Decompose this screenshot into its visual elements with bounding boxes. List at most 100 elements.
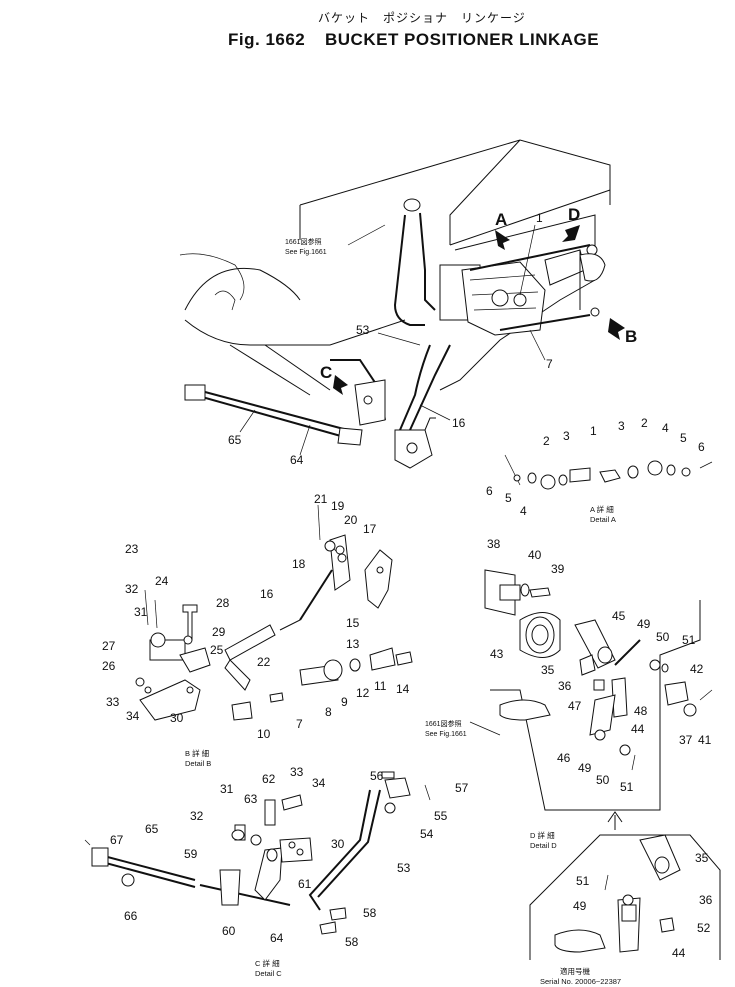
callout-main-16: 16 [452, 416, 466, 430]
callout-detail-b-8: 8 [325, 705, 332, 719]
callout-serial-box-36: 36 [699, 893, 713, 907]
detail-b-jp-label: B 詳 細 [185, 748, 209, 758]
view-arrow-d-label: D [568, 205, 581, 224]
detail-c: C 詳 細 Detail C [84, 771, 431, 978]
callout-detail-b-12: 12 [356, 686, 370, 700]
callout-detail-c-56: 56 [370, 769, 384, 783]
callout-main-7: 7 [546, 357, 553, 371]
callout-serial-box-35: 35 [695, 851, 709, 865]
callout-detail-d-48: 48 [634, 704, 648, 718]
callout-detail-b-18: 18 [292, 557, 306, 571]
callout-detail-b-23: 23 [125, 542, 139, 556]
callout-detail-c-31: 31 [220, 782, 234, 796]
callout-detail-d-41: 41 [698, 733, 712, 747]
detail-a: A 詳 細 Detail A [504, 454, 713, 524]
callout-detail-d-51: 51 [620, 780, 634, 794]
callout-detail-c-65: 65 [145, 822, 159, 836]
callout-detail-c-67: 67 [110, 833, 124, 847]
callout-detail-c-30: 30 [331, 837, 345, 851]
callout-detail-c-62: 62 [262, 772, 276, 786]
callout-detail-b-20: 20 [344, 513, 358, 527]
figure-title: BUCKET POSITIONER LINKAGE [325, 30, 599, 49]
callout-detail-a-4: 4 [520, 504, 527, 518]
callout-detail-d-50: 50 [656, 630, 670, 644]
callout-detail-d-42: 42 [690, 662, 704, 676]
callout-detail-a-4: 4 [662, 421, 669, 435]
callout-detail-b-22: 22 [257, 655, 271, 669]
callout-detail-c-55: 55 [434, 809, 448, 823]
callout-detail-d-47: 47 [568, 699, 582, 713]
callout-detail-d-39: 39 [551, 562, 565, 576]
detail-b-en-label: Detail B [185, 759, 211, 768]
callout-detail-b-14: 14 [396, 682, 410, 696]
callout-detail-a-6: 6 [486, 484, 493, 498]
callout-detail-d-45: 45 [612, 609, 626, 623]
detail-d-jp-label: D 詳 細 [530, 830, 555, 840]
callout-detail-b-16: 16 [260, 587, 274, 601]
figure-number: Fig. 1662 [228, 30, 305, 49]
callout-detail-a-3: 3 [618, 419, 625, 433]
callout-detail-d-49: 49 [637, 617, 651, 631]
callout-detail-d-51: 51 [682, 633, 696, 647]
view-arrow-a-label: A [495, 210, 508, 229]
callout-detail-b-24: 24 [155, 574, 169, 588]
ref-label-2-en: See Fig.1661 [425, 731, 467, 738]
callout-detail-a-5: 5 [505, 491, 512, 505]
callout-detail-d-36: 36 [558, 679, 572, 693]
callout-detail-c-54: 54 [420, 827, 434, 841]
callout-main-53: 53 [356, 323, 370, 337]
view-arrow-b-label: B [625, 327, 638, 346]
callout-serial-box-52: 52 [697, 921, 711, 935]
callout-detail-c-64: 64 [270, 931, 284, 945]
callout-serial-box-51: 51 [576, 874, 590, 888]
callout-detail-b-7: 7 [296, 717, 303, 731]
callout-detail-a-2: 2 [641, 416, 648, 430]
ref-label-1-jp: 1661図参照 [285, 237, 322, 246]
main-assembly: A D B C 1661図参照 See Fig.1661 [179, 139, 638, 469]
callout-detail-c-58: 58 [363, 906, 377, 920]
callout-detail-b-31: 31 [134, 605, 148, 619]
callout-detail-c-63: 63 [244, 792, 258, 806]
detail-d: 1661図参照 See Fig.1661 D 詳 細 Detail D [425, 569, 713, 850]
callout-detail-d-50: 50 [596, 773, 610, 787]
japanese-title: バケット ポジショナ リンケージ [318, 11, 526, 25]
callout-detail-a-5: 5 [680, 431, 687, 445]
callout-detail-c-34: 34 [312, 776, 326, 790]
callout-detail-b-27: 27 [102, 639, 116, 653]
callout-detail-b-33: 33 [106, 695, 120, 709]
detail-a-en-label: Detail A [590, 515, 616, 524]
callout-detail-d-40: 40 [528, 548, 542, 562]
callout-detail-b-13: 13 [346, 637, 360, 651]
serial-jp-label: 適用号機 [560, 966, 590, 976]
serial-number-label: Serial No. 20006~22387 [540, 977, 621, 986]
callout-detail-d-46: 46 [557, 751, 571, 765]
callout-detail-b-21: 21 [314, 492, 328, 506]
detail-d-en-label: Detail D [530, 841, 557, 850]
callout-detail-c-66: 66 [124, 909, 138, 923]
serial-variant-box: 適用号機 Serial No. 20006~22387 [529, 811, 721, 986]
view-arrow-c-label: C [320, 363, 333, 382]
callout-detail-d-43: 43 [490, 647, 504, 661]
callout-detail-b-30: 30 [170, 711, 184, 725]
callout-main-64: 64 [290, 453, 304, 467]
callout-detail-d-44: 44 [631, 722, 645, 736]
callout-detail-b-19: 19 [331, 499, 345, 513]
ref-label-1-en: See Fig.1661 [285, 249, 327, 256]
callout-detail-b-17: 17 [363, 522, 377, 536]
callout-detail-c-58: 58 [345, 935, 359, 949]
callout-detail-a-2: 2 [543, 434, 550, 448]
callout-detail-c-59: 59 [184, 847, 198, 861]
detail-c-jp-label: C 詳 細 [255, 958, 280, 968]
callout-main-1: 1 [536, 211, 543, 225]
callout-detail-b-29: 29 [212, 625, 226, 639]
callout-detail-d-49: 49 [578, 761, 592, 775]
callout-detail-a-1: 1 [590, 424, 597, 438]
callout-detail-b-32: 32 [125, 582, 139, 596]
callout-detail-d-37: 37 [679, 733, 693, 747]
callout-main-65: 65 [228, 433, 242, 447]
callout-detail-c-32: 32 [190, 809, 204, 823]
callout-serial-box-49: 49 [573, 899, 587, 913]
